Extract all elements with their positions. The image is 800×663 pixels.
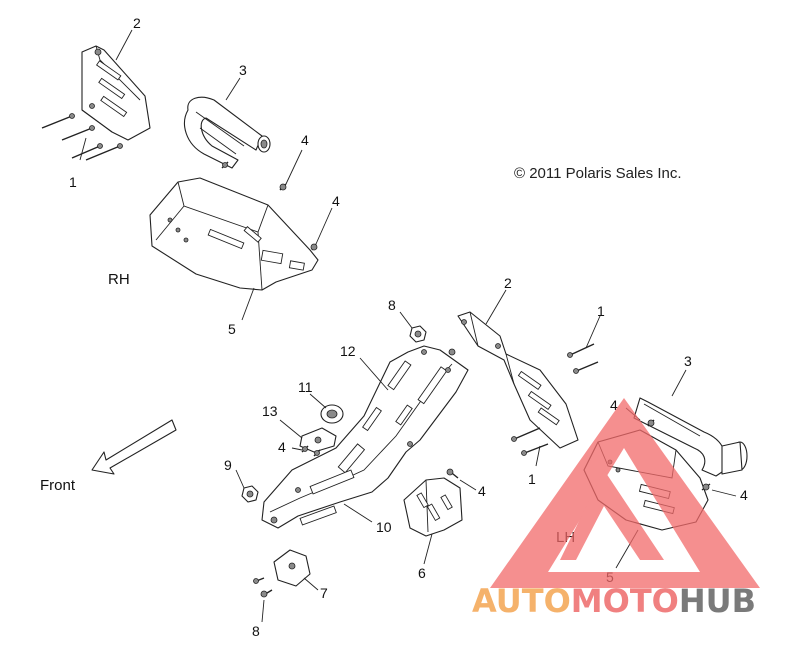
- callout-skid-lower: 10: [376, 519, 392, 535]
- rh-screws: [221, 161, 318, 251]
- callout-bracket-7: 7: [320, 585, 328, 601]
- rh-side-label: RH: [108, 271, 130, 288]
- callout-center-screw: 4: [278, 439, 286, 455]
- bracket-7-screws: [253, 577, 273, 598]
- bracket-7-part: [273, 549, 311, 587]
- watermark-logo: [490, 398, 760, 588]
- front-direction-label: Front: [40, 477, 76, 494]
- callout-lh-screw-right: 4: [740, 487, 748, 503]
- callout-lh-bracket: 2: [504, 275, 512, 291]
- callout-lh-muffler: 3: [684, 353, 692, 369]
- plate-screw: [446, 468, 459, 479]
- grommet-part: [320, 404, 344, 424]
- rh-bracket-part: [81, 45, 151, 141]
- callout-lh-screw-upper: 4: [610, 397, 618, 413]
- callout-rh-bracket: 2: [133, 15, 141, 31]
- callout-skid-plate: 12: [340, 343, 356, 359]
- lh-bolts: [511, 343, 599, 456]
- callout-rh-shield: 5: [228, 321, 236, 337]
- callout-rh-bolts: 1: [69, 174, 77, 190]
- front-arrow-icon: [91, 419, 177, 475]
- lh-bracket-part: [457, 311, 579, 449]
- nut-left: [241, 485, 259, 503]
- nut-top: [409, 325, 427, 343]
- rh-heat-shield-part: [149, 177, 319, 291]
- rh-bolts: [41, 113, 123, 161]
- callout-nut-bottom: 8: [252, 623, 260, 639]
- watermark-text: AUTOMOTOHUB: [472, 582, 756, 620]
- copyright-text: © 2011 Polaris Sales Inc.: [514, 165, 682, 182]
- callout-nut-top: 8: [388, 297, 396, 313]
- callout-rh-muffler: 3: [239, 62, 247, 78]
- watermark-inner-triangle-icon: [560, 470, 664, 560]
- callout-rh-screw-upper: 4: [301, 132, 309, 148]
- watermark-triangle-icon: [490, 398, 760, 588]
- callout-bracket-6: 6: [418, 565, 426, 581]
- bracket-6-part: [403, 477, 463, 537]
- rh-muffler-part: [184, 96, 271, 169]
- skid-plate-part: [261, 345, 469, 529]
- callout-lh-bolts-lower: 1: [528, 471, 536, 487]
- callout-lh-bolts-upper: 1: [597, 303, 605, 319]
- watermark-part-moto: MOTO: [571, 582, 679, 620]
- watermark-part-auto: AUTO: [472, 582, 571, 620]
- center-screws: [301, 445, 321, 457]
- callout-rh-screw-lower: 4: [332, 193, 340, 209]
- lh-muffler-part: [633, 397, 748, 477]
- callout-grommet: 11: [298, 379, 313, 395]
- watermark-part-hub: HUB: [679, 582, 756, 620]
- mount-13-part: [299, 427, 337, 453]
- lh-screws: [647, 419, 711, 491]
- callout-nut-left: 9: [224, 457, 232, 473]
- callout-mount-13: 13: [262, 403, 278, 419]
- callout-plate-screw: 4: [478, 483, 486, 499]
